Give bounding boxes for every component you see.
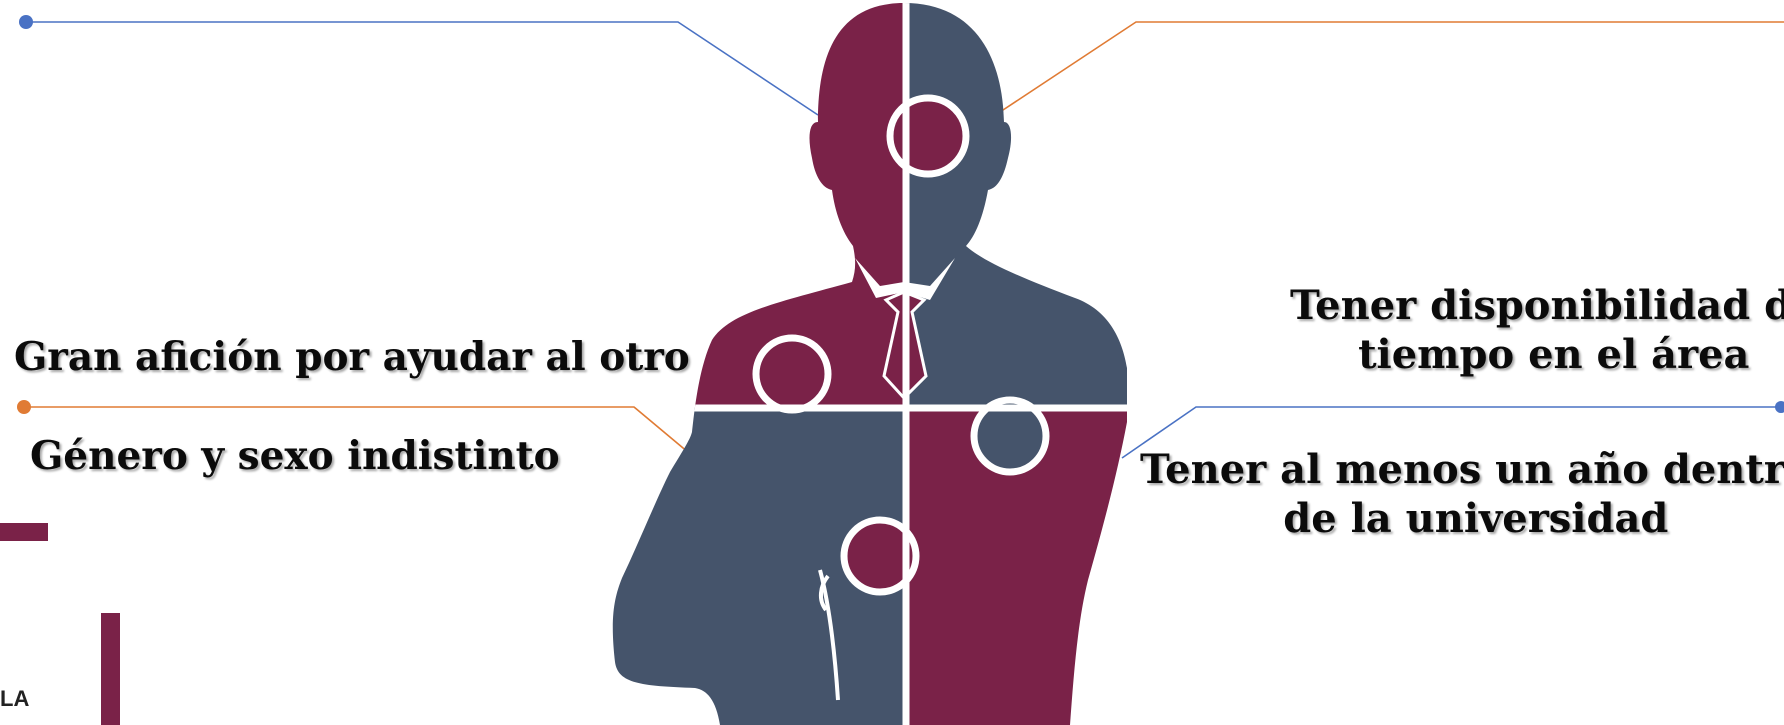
label-genero: Género y sexo indistinto [30, 433, 560, 479]
connector-lines [17, 15, 1784, 459]
label-universidad: Tener al menos un año dentro de la unive… [1140, 446, 1784, 544]
label-tiempo-line2: tiempo en el área [1358, 330, 1750, 378]
label-universidad-line1: Tener al menos un año dentro [1140, 446, 1784, 493]
connector-mid-right [1121, 406, 1784, 459]
label-universidad-line2: de la universidad [1283, 494, 1669, 542]
logo-text-fragment: LA [0, 686, 30, 711]
connector-top-left [26, 21, 819, 116]
logo-fragment [0, 523, 120, 725]
label-tiempo-line1: Tener disponibilidad de [1290, 282, 1784, 329]
connector-dot-icon [1775, 401, 1784, 413]
logo-bar-horizontal [0, 523, 48, 541]
connector-dot-icon [17, 400, 31, 414]
connector-top-right [999, 21, 1784, 113]
label-ayudar: Gran afición por ayudar al otro [14, 334, 690, 380]
logo-bar-vertical [101, 613, 120, 725]
connector-mid-left [24, 406, 696, 459]
label-tiempo: Tener disponibilidad de tiempo en el áre… [1290, 282, 1784, 380]
connector-dot-icon [19, 15, 33, 29]
